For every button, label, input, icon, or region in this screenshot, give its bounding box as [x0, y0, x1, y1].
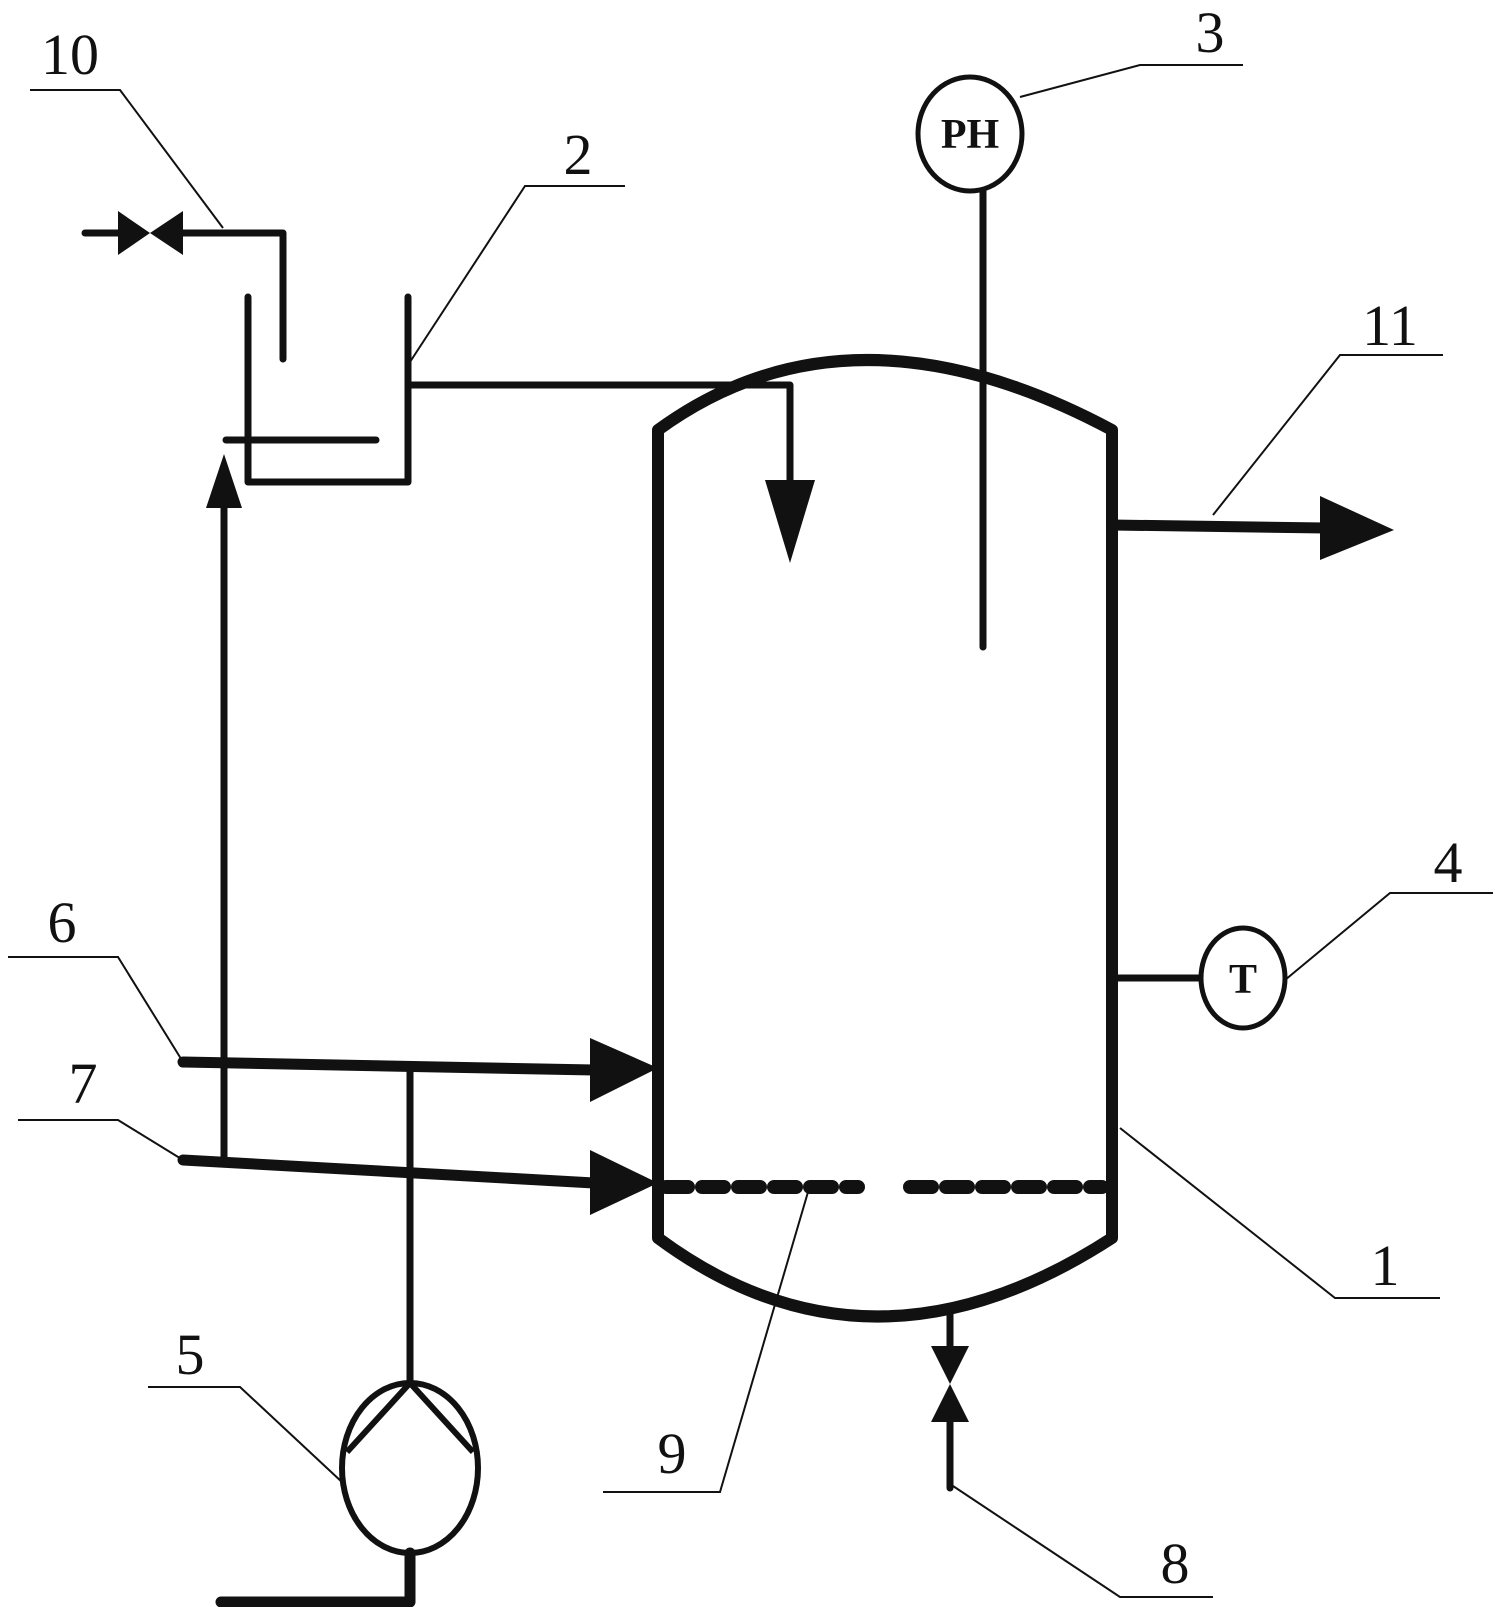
recirculation-riser [206, 454, 242, 1162]
label-10: 10 [41, 22, 99, 87]
label-4: 4 [1434, 830, 1463, 895]
water-inlet-pipe [81, 211, 287, 363]
feed-pipe-6 [177, 1038, 658, 1102]
label-1: 1 [1371, 1233, 1400, 1298]
label-3: 3 [1196, 0, 1225, 65]
label-5: 5 [176, 1322, 205, 1387]
inlet-valve-icon [118, 211, 183, 255]
label-6: 6 [48, 890, 77, 955]
reactor-vessel [652, 354, 1118, 1323]
label-8: 8 [1161, 1531, 1190, 1596]
ph-meter: PH [915, 74, 1025, 651]
circulation-pump [215, 1064, 481, 1607]
callout-labels: 10 2 3 11 4 6 7 5 1 9 8 [41, 0, 1463, 1596]
outlet-pipe [1106, 496, 1394, 560]
overflow-tank [222, 293, 412, 486]
leader-lines [8, 64, 1493, 1598]
label-2: 2 [564, 122, 593, 187]
ph-meter-symbol: PH [941, 112, 999, 158]
drain-pipe [931, 1308, 969, 1492]
drain-valve-icon [931, 1346, 969, 1422]
label-9: 9 [658, 1421, 687, 1486]
label-7: 7 [69, 1051, 98, 1116]
label-11: 11 [1362, 293, 1418, 358]
overflow-pipe [404, 381, 815, 563]
temperature-sensor-symbol: T [1229, 957, 1257, 1003]
temperature-sensor: T [1108, 925, 1288, 1031]
feed-pipe-7 [177, 1150, 658, 1215]
